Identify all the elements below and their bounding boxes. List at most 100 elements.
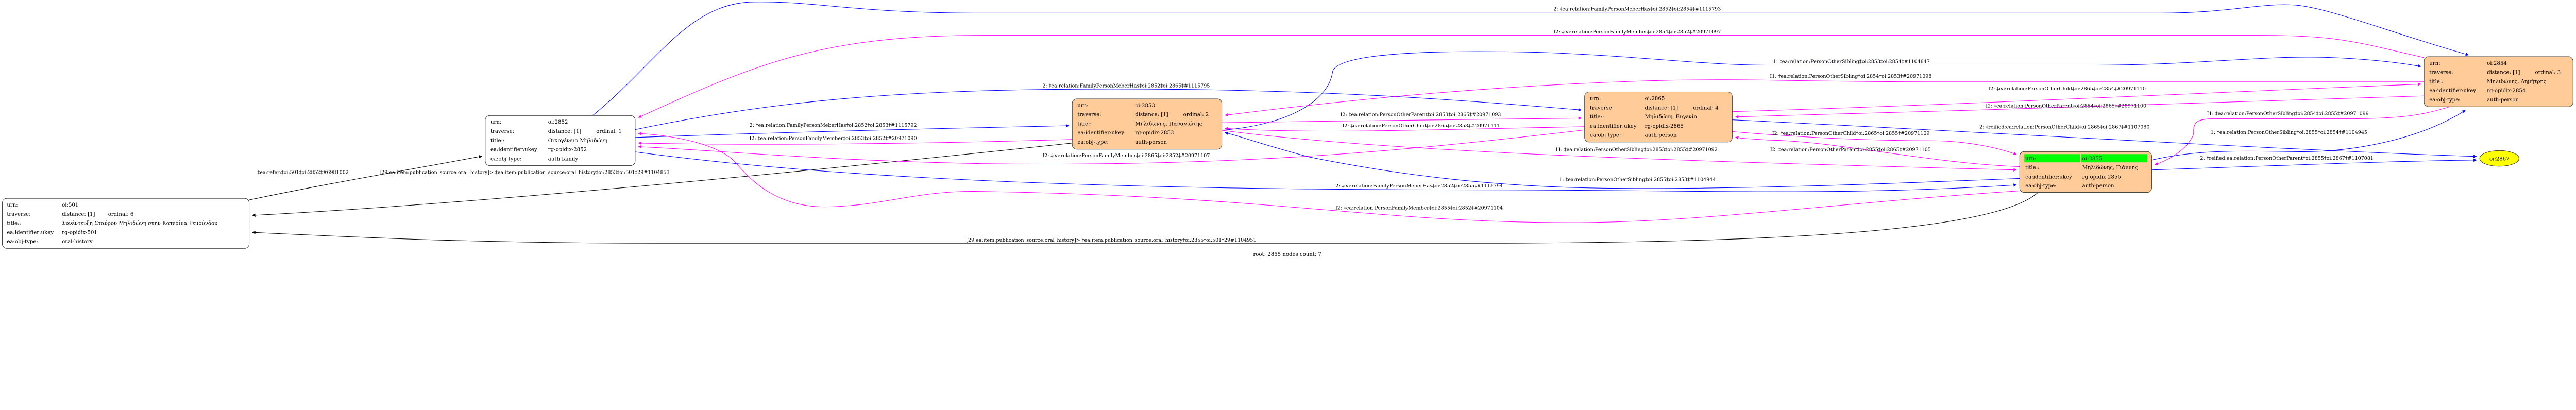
row-label-ukey: ea:identifier:ukey — [2429, 88, 2476, 94]
edge-2865-2853[interactable] — [1225, 126, 1585, 132]
edge-label: I2: ‡ea:relation:PersonFamilyMember‡oi:2… — [750, 135, 917, 141]
edge-label: 1: ‡ea:relation:PersonOtherSibling‡oi:28… — [1559, 177, 1716, 182]
node-ukey: rg-opidix-2865 — [1645, 124, 1684, 129]
edge-item-2855-501[interactable] — [252, 192, 2039, 244]
node-oi-2867[interactable]: oi:2867 — [2479, 150, 2519, 167]
edge-label: 1: ‡ea:relation:PersonOtherSibling‡oi:28… — [2211, 130, 2367, 135]
edge-label: I2: ‡ea:relation:PersonOtherParent‡oi:28… — [1986, 103, 2146, 109]
edge-labels: ‡ea:refer:‡oi:501‡oi:2852‡#6981002 [29 e… — [257, 6, 2373, 243]
edge-2853-2854[interactable] — [1222, 51, 2421, 131]
edge-2865-2867[interactable] — [1732, 119, 2477, 158]
edge-label: I2: ‡ea:relation:PersonOtherChild‡oi:286… — [1342, 123, 1500, 129]
node-ordinal: ordinal: 3 — [2535, 70, 2561, 76]
row-label-urn: urn: — [7, 202, 18, 208]
edge-label: [29 ea:item:publication_source:oral_hist… — [380, 169, 670, 175]
node-title: Μηλιδώνη, Ευγενία — [1645, 114, 1698, 120]
edge-2853-2855[interactable] — [1222, 130, 2017, 172]
node-objtype: auth-person — [1135, 140, 1167, 145]
edge-2865-2854[interactable] — [1732, 82, 2421, 112]
edge-2852-2865[interactable] — [635, 89, 1582, 130]
edge-label: I2: ‡ea:relation:PersonOtherParent‡oi:28… — [1770, 147, 1931, 153]
node-ukey: rg-opidix-2854 — [2487, 88, 2526, 94]
node-objtype: auth-person — [2487, 97, 2519, 103]
edge-label: 2: ‡reified:ea:relation:PersonOtherChild… — [1979, 125, 2149, 130]
edge-label: 2: ‡ea:relation:FamilyPersonMeberHas‡oi:… — [750, 123, 917, 128]
row-label-title: title:: — [1077, 121, 1092, 127]
edges — [249, 2, 2477, 244]
node-distance: distance: [1] — [62, 212, 95, 217]
edge-2855-2867[interactable] — [2151, 158, 2477, 170]
node-ordinal: ordinal: 2 — [1183, 112, 1209, 118]
edge-2854-2852[interactable] — [638, 35, 2425, 118]
row-label-ukey: ea:identifier:ukey — [2025, 174, 2072, 180]
node-objtype: oral-history — [62, 239, 93, 245]
node-ordinal: ordinal: 1 — [596, 129, 622, 134]
row-label-traverse: traverse: — [1077, 112, 1101, 118]
node-oi-2865[interactable]: urn: oi:2865 traverse: distance: [1] ord… — [1584, 92, 1733, 143]
root-highlight-cell — [2024, 154, 2080, 163]
row-label-objtype: ea:obj-type: — [2025, 183, 2056, 189]
edge-2855-2853[interactable] — [1225, 131, 2020, 189]
node-ukey: rg-opidix-2853 — [1135, 130, 1174, 136]
row-label-objtype: ea:obj-type: — [1077, 140, 1108, 145]
node-urn: oi:2854 — [2487, 61, 2507, 66]
edge-label: I2: ‡ea:relation:PersonOtherChild‡oi:286… — [1988, 86, 2146, 92]
edge-label: 2: ‡ea:relation:FamilyPersonMeberHas‡oi:… — [1335, 183, 1503, 189]
node-oi-2852[interactable]: urn: oi:2852 traverse: distance: [1] ord… — [485, 115, 636, 166]
edge-2865-2852[interactable] — [638, 129, 1585, 165]
edge-2852-2854[interactable] — [592, 2, 2469, 116]
row-label-traverse: traverse: — [2429, 70, 2453, 76]
node-urn: oi:2853 — [1135, 103, 1155, 109]
node-urn: oi:2867 — [2489, 156, 2510, 162]
edge-2855-2865[interactable] — [1735, 136, 2020, 167]
node-distance: distance: [1] — [1135, 112, 1168, 118]
node-title: Μηλιδώνης, Γιάννης — [2082, 165, 2138, 171]
row-label-title: title:: — [2429, 79, 2444, 84]
node-distance: distance: [1] — [2487, 70, 2520, 76]
row-label-urn: urn: — [490, 119, 501, 125]
edge-label: 2: ‡ea:relation:FamilyPersonMeberHas‡oi:… — [1553, 6, 1721, 12]
edge-2853-2865[interactable] — [1222, 116, 1582, 123]
node-oi-2855-root[interactable]: urn: oi:2855 title:: Μηλιδώνης, Γιάννης … — [2019, 151, 2152, 193]
edge-2854-2855[interactable] — [2155, 107, 2449, 165]
node-urn: oi:2865 — [1645, 96, 1665, 101]
node-oi-501[interactable]: urn: oi:501 traverse: distance: [1] ordi… — [2, 198, 250, 249]
row-label-objtype: ea:obj-type: — [7, 239, 38, 245]
edge-label: ‡ea:refer:‡oi:501‡oi:2852‡#6981002 — [257, 169, 348, 175]
edge-label: 2: ‡ea:relation:FamilyPersonMeberHas‡oi:… — [1042, 83, 1210, 89]
row-label-urn: urn: — [1077, 103, 1088, 109]
node-urn: oi:501 — [62, 202, 78, 208]
edge-2854-2853[interactable] — [1225, 79, 2425, 117]
edge-2865-2855[interactable] — [1732, 131, 2017, 155]
row-label-traverse: traverse: — [1590, 105, 1614, 111]
edge-label: I1: ‡ea:relation:PersonOtherSibling‡oi:2… — [2207, 111, 2369, 117]
node-oi-2853[interactable]: urn: oi:2853 traverse: distance: [1] ord… — [1072, 98, 1223, 150]
node-urn: oi:2852 — [548, 119, 568, 125]
edge-label: I2: ‡ea:relation:PersonOtherChild‡oi:286… — [1772, 131, 1930, 136]
node-urn: oi:2855 — [2082, 156, 2103, 162]
node-oi-2854[interactable]: urn: oi:2854 traverse: distance: [1] ord… — [2424, 56, 2573, 107]
node-distance: distance: [1] — [1645, 105, 1678, 111]
node-objtype: auth-family — [548, 156, 579, 162]
edge-label: [29 ea:item:publication_source:oral_hist… — [966, 237, 1256, 243]
node-title: Οικογένεια Μηλιδώνη — [548, 138, 607, 144]
node-ukey: rg-opidix-501 — [62, 230, 97, 235]
node-title: Μηλιδώνης, Δημήτρης — [2487, 78, 2546, 84]
edge-label: 2: ‡reified:ea:relation:PersonOtherParen… — [2200, 156, 2374, 161]
edge-2853-2852[interactable] — [638, 139, 1073, 145]
edge-2854-2865[interactable] — [1735, 95, 2425, 118]
edge-item-2853-501[interactable] — [252, 143, 1073, 217]
node-objtype: auth-person — [1645, 133, 1677, 139]
row-label-ukey: ea:identifier:ukey — [7, 230, 54, 235]
row-label-ukey: ea:identifier:ukey — [1590, 124, 1637, 129]
edge-2855-2854[interactable] — [2151, 110, 2466, 161]
edge-refer-501-2852[interactable] — [249, 155, 483, 200]
node-title: Μηλιδώνης, Παναγιώτης — [1135, 121, 1202, 127]
edge-2852-2855[interactable] — [635, 151, 2017, 192]
row-label-ukey: ea:identifier:ukey — [1077, 130, 1124, 136]
edge-2852-2853[interactable] — [635, 124, 1070, 138]
row-label-traverse: traverse: — [490, 129, 514, 134]
row-label-ukey: ea:identifier:ukey — [490, 147, 537, 153]
node-title: Συνέντευξη Σταύρου Μηλιδώνη στην Κατερίν… — [62, 220, 217, 227]
edge-2855-2852[interactable] — [638, 132, 2020, 223]
